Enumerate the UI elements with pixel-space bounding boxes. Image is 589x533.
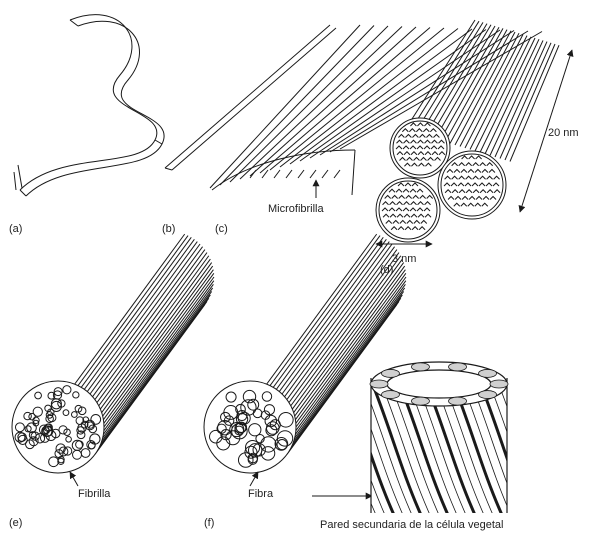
panel-label-c: (c) (215, 223, 228, 235)
ribbon-chain-illustration (14, 15, 164, 196)
fibra-label: Fibra (248, 488, 274, 500)
fibril-bundle (12, 234, 214, 473)
panel-label-d: (d) (380, 264, 393, 276)
fibrilla-pointer (70, 472, 78, 486)
panel-label-a: (a) (9, 223, 22, 235)
dimension-label-20nm: 20 nm (548, 127, 579, 139)
chain-bundle-strip (165, 25, 336, 170)
panel-label-f: (f) (204, 517, 214, 529)
dimension-label-3nm: 3 nm (392, 253, 416, 265)
microfibrilla-label: Microfibrilla (268, 203, 325, 215)
fibrilla-label: Fibrilla (78, 488, 111, 500)
plant-cell-wall (299, 362, 589, 515)
microfibril-cylinders (376, 20, 559, 242)
panel-label-b: (b) (162, 223, 175, 235)
panel-label-e: (e) (9, 517, 22, 529)
cell-wall-label: Pared secundaria de la célula vegetal (320, 519, 503, 531)
fibra-pointer (250, 472, 258, 486)
